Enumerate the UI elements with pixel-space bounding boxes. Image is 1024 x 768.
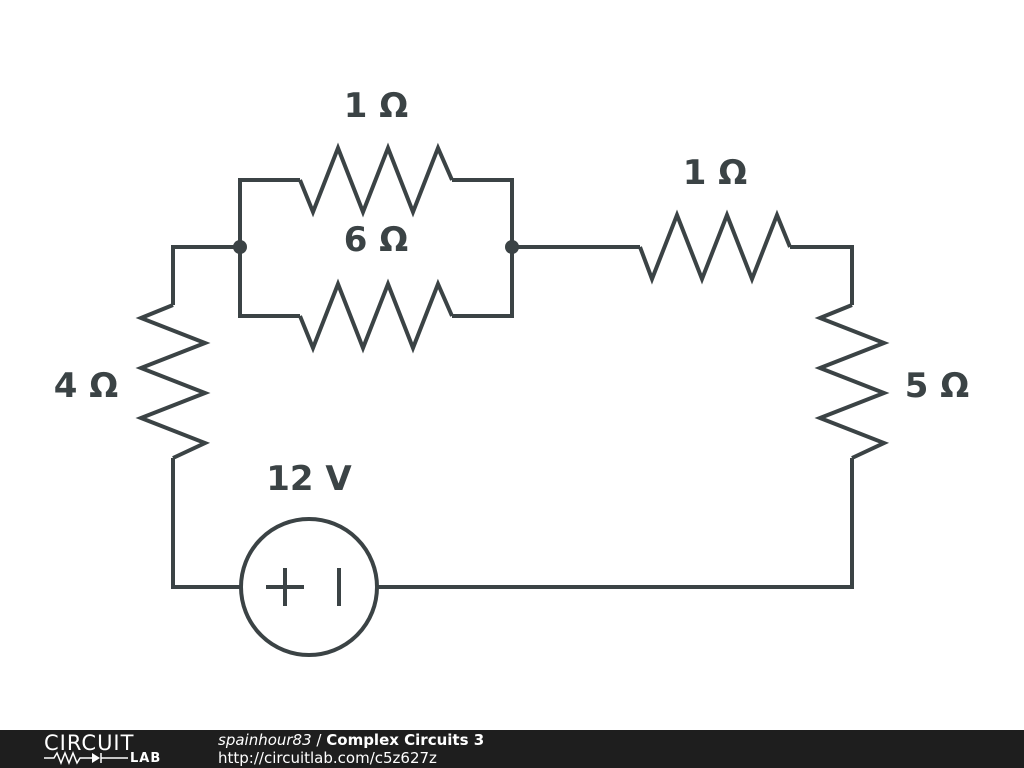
circuit-url-link[interactable]: http://circuitlab.com/c5z627z [218,749,437,767]
circuit-title: Complex Circuits 3 [326,731,485,749]
label-r-series-top: 1 Ω [683,153,747,193]
circuitlab-logo-lab: LAB [130,751,162,766]
separator: / [311,731,327,749]
label-source: 12 V [266,459,352,499]
voltage-source [239,517,379,657]
resistor-diode-logo-icon [44,751,128,765]
author-link[interactable]: spainhour83 [218,731,312,749]
circuitlab-logo-text: CIRCUIT [44,731,135,755]
label-r-bottom-parallel: 6 Ω [344,220,408,260]
resistor-left [135,245,240,589]
label-r-left: 4 Ω [54,366,118,406]
footer-bar: CIRCUIT LAB spainhour83 / Complex Circui… [0,730,1024,768]
label-r-right: 5 Ω [905,366,969,406]
resistor-top-parallel [238,142,514,247]
junction-left-node [233,240,247,254]
circuit-schematic: 1 Ω 6 Ω 1 Ω 4 Ω 5 Ω 12 V [54,86,969,657]
footer-credit-line: spainhour83 / Complex Circuits 3 [218,731,484,749]
junction-right-node [505,240,519,254]
resistor-bottom-parallel [238,247,514,354]
resistor-series-top [512,209,854,305]
resistor-right [378,303,890,589]
label-r-top-parallel: 1 Ω [344,86,408,126]
